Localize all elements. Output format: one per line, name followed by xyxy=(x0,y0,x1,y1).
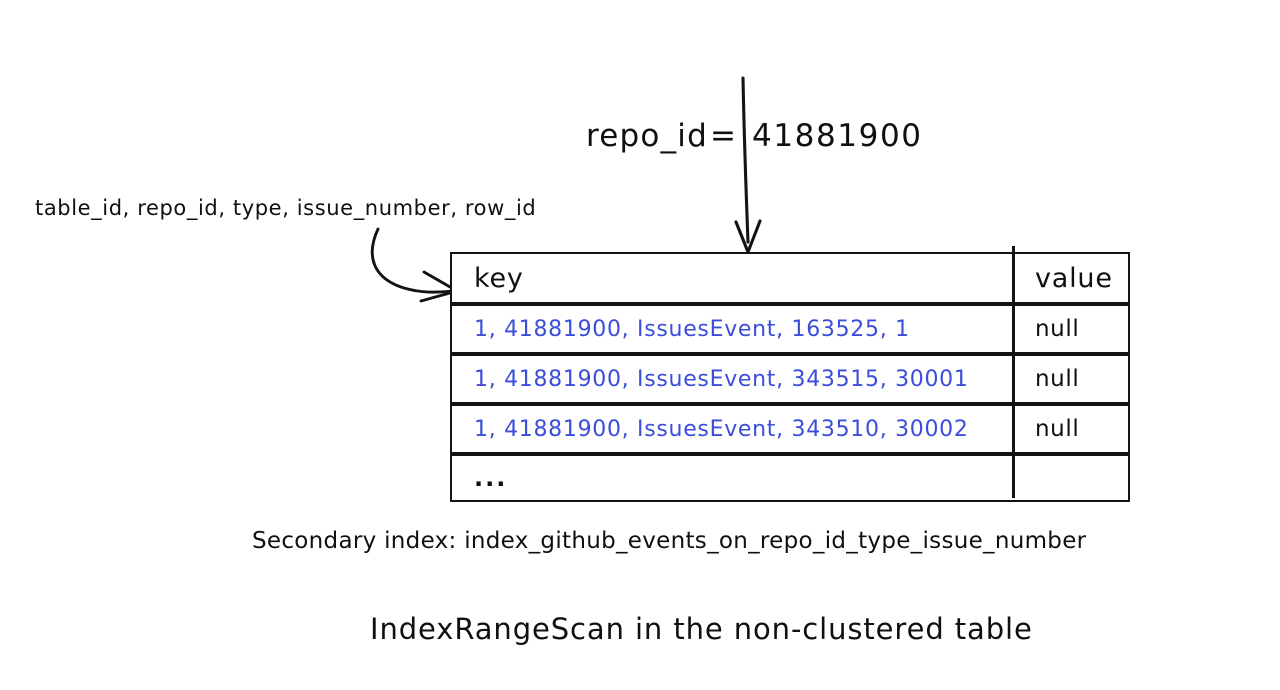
predicate-arrow xyxy=(734,76,762,254)
header-cell-key: key xyxy=(452,254,1015,302)
row-value-text: null xyxy=(1035,416,1080,442)
table-column-divider xyxy=(1012,246,1015,498)
index-columns-label: table_id, repo_id, type, issue_number, r… xyxy=(35,196,537,220)
row-key-text: 1, 41881900, IssuesEvent, 343510, 30002 xyxy=(474,416,969,442)
row-cell-value xyxy=(1015,456,1132,500)
predicate-label: repo_id= xyxy=(586,118,741,154)
row-cell-value: null xyxy=(1015,356,1132,402)
table-row: 1, 41881900, IssuesEvent, 343510, 30002 … xyxy=(450,404,1130,454)
row-key-text: ... xyxy=(474,464,508,492)
row-value-text: null xyxy=(1035,366,1080,392)
row-cell-key: 1, 41881900, IssuesEvent, 343515, 30001 xyxy=(452,356,1015,402)
row-cell-key: ... xyxy=(452,456,1015,500)
table-row-ellipsis: ... xyxy=(450,454,1130,502)
header-value-text: value xyxy=(1035,262,1113,294)
index-table: key value 1, 41881900, IssuesEvent, 1635… xyxy=(450,252,1130,502)
predicate-operator: = xyxy=(709,118,738,154)
predicate-field: repo_id xyxy=(586,118,708,154)
header-key-text: key xyxy=(474,262,524,294)
row-key-text: 1, 41881900, IssuesEvent, 343515, 30001 xyxy=(474,366,969,392)
columns-arrow xyxy=(370,227,459,303)
row-cell-key: 1, 41881900, IssuesEvent, 163525, 1 xyxy=(452,306,1015,352)
row-key-text: 1, 41881900, IssuesEvent, 163525, 1 xyxy=(474,316,910,342)
table-header-row: key value xyxy=(450,252,1130,304)
header-cell-value: value xyxy=(1015,254,1132,302)
predicate-value: 41881900 xyxy=(752,118,923,154)
figure-caption: IndexRangeScan in the non-clustered tabl… xyxy=(370,612,1033,646)
row-cell-value: null xyxy=(1015,406,1132,452)
index-name-caption: Secondary index: index_github_events_on_… xyxy=(252,528,1087,554)
row-cell-key: 1, 41881900, IssuesEvent, 343510, 30002 xyxy=(452,406,1015,452)
row-value-text: null xyxy=(1035,316,1080,342)
table-row: 1, 41881900, IssuesEvent, 343515, 30001 … xyxy=(450,354,1130,404)
table-row: 1, 41881900, IssuesEvent, 163525, 1 null xyxy=(450,304,1130,354)
row-cell-value: null xyxy=(1015,306,1132,352)
